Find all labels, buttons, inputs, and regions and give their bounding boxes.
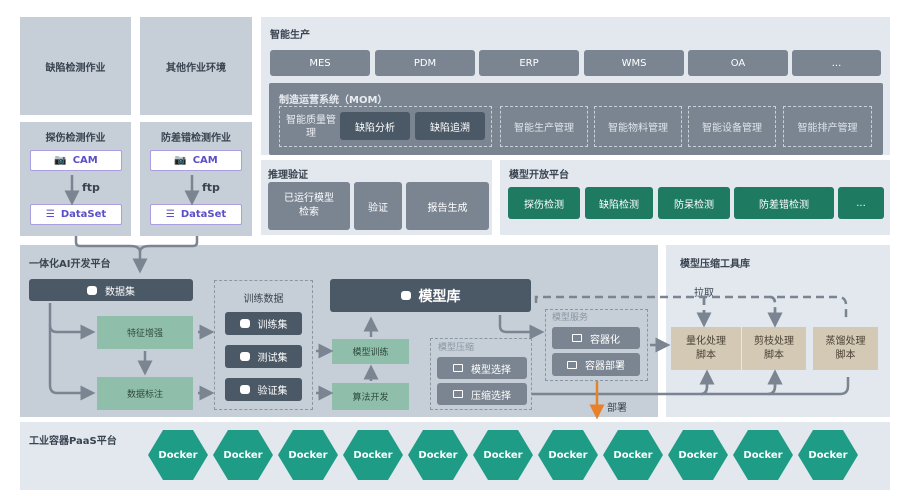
docker-container: Docker [473, 430, 533, 480]
compress-link [532, 377, 850, 396]
service-title: 模型服务 [552, 313, 589, 323]
database-icon [87, 285, 97, 295]
docker-container: Docker [668, 430, 728, 480]
compress-select[interactable]: 压缩选择 [437, 383, 527, 405]
server-icon: ☰ [45, 209, 55, 220]
mom-module: 智能生产管理 [500, 106, 588, 147]
docker-container: Docker [733, 430, 793, 480]
merge-brace [74, 236, 199, 266]
panel-title: 一体化AI开发平台 [29, 259, 111, 270]
defect-trace: 缺陷追溯 [415, 112, 485, 140]
server-icon: ☰ [165, 209, 175, 220]
system-pdm: PDM [375, 50, 475, 76]
flow-arrow [48, 325, 96, 401]
open-item[interactable]: 防呆检测 [658, 187, 730, 219]
report-gen: 报告生成 [406, 182, 489, 230]
defect-job-box: 缺陷检测作业 [20, 17, 131, 115]
panel-title: 智能生产 [270, 30, 310, 41]
docker-container: Docker [798, 430, 858, 480]
cam-box: 📷CAM [150, 150, 242, 171]
service-group [545, 309, 648, 381]
ftp-label: ftp [82, 181, 100, 194]
pull-line [534, 295, 848, 320]
prune-script: 剪枝处理脚本 [742, 327, 806, 370]
model-search: 已运行模型检索 [268, 182, 350, 230]
panel-title: 推理验证 [268, 170, 308, 181]
panel-title: 模型压缩工具库 [680, 259, 750, 270]
panel-title: 模型开放平台 [509, 170, 569, 181]
server-icon [567, 360, 577, 369]
compress-title: 模型压缩 [438, 343, 475, 353]
docker-container: Docker [603, 430, 663, 480]
flow-arrow [498, 315, 545, 340]
camera-icon: 📷 [54, 155, 67, 166]
mom-title: 制造运营系统（MOM） [279, 95, 388, 106]
job-panel-flaw: 探伤检测作业 📷CAM ftp ☰DataSet [20, 122, 131, 236]
train-set: 训练集 [225, 312, 302, 335]
database-icon [239, 385, 250, 394]
docker-container: Docker [278, 430, 338, 480]
docker-container: Docker [213, 430, 273, 480]
server-icon [453, 390, 463, 398]
mom-module: 智能排产管理 [783, 106, 872, 147]
quality-label: 智能质量管理 [286, 114, 336, 139]
feature-enhance: 特征增强 [97, 316, 193, 349]
model-library: 模型库 [330, 279, 531, 312]
dataset-box: ☰DataSet [30, 204, 122, 225]
dataset-bar: 数据集 [29, 279, 193, 301]
data-label: 数据标注 [97, 377, 193, 410]
distill-script: 蒸馏处理脚本 [813, 327, 878, 370]
test-set: 测试集 [225, 345, 302, 368]
model-select[interactable]: 模型选择 [437, 357, 527, 379]
train-data-title: 训练数据 [243, 294, 284, 305]
open-item[interactable]: 缺陷检测 [585, 187, 653, 219]
ftp-label: ftp [202, 181, 220, 194]
docker-container: Docker [408, 430, 468, 480]
train-data-group [214, 280, 313, 410]
defect-analysis: 缺陷分析 [340, 112, 410, 140]
verify: 验证 [354, 182, 402, 230]
database-icon [400, 291, 411, 300]
docker-container: Docker [148, 430, 208, 480]
compress-group [430, 338, 532, 410]
job-title: 防差错检测作业 [161, 133, 231, 144]
system-oa: OA [688, 50, 788, 76]
validation-set: 验证集 [225, 378, 302, 401]
container-deploy[interactable]: 容器部署 [552, 353, 640, 376]
system-more: ... [792, 50, 881, 76]
containerize[interactable]: 容器化 [552, 327, 640, 349]
quantize-script: 量化处理脚本 [671, 327, 741, 370]
server-icon [453, 364, 463, 372]
database-icon [239, 352, 250, 361]
camera-icon: 📷 [174, 155, 187, 166]
job-panel-error: 防差错检测作业 📷CAM ftp ☰DataSet [140, 122, 252, 236]
system-wms: WMS [584, 50, 684, 76]
open-item[interactable]: 探伤检测 [508, 187, 580, 219]
docker-container: Docker [343, 430, 403, 480]
system-mes: MES [270, 50, 370, 76]
flow-arrow [48, 303, 96, 340]
model-train: 模型训练 [332, 339, 409, 364]
job-title: 探伤检测作业 [45, 133, 106, 144]
open-item[interactable]: 防差错检测 [734, 187, 834, 219]
system-erp: ERP [479, 50, 579, 76]
database-icon [239, 319, 250, 328]
quality-group [279, 106, 492, 147]
docker-container: Docker [538, 430, 598, 480]
open-item[interactable]: ... [838, 187, 884, 219]
other-env-box: 其他作业环境 [140, 17, 252, 115]
deploy-label: 部署 [607, 403, 627, 414]
cam-box: 📷CAM [30, 150, 122, 171]
algo-dev: 算法开发 [332, 383, 409, 410]
mom-module: 智能物料管理 [594, 106, 682, 147]
server-icon [572, 334, 582, 342]
pull-label: 拉取 [694, 288, 714, 299]
panel-title: 工业容器PaaS平台 [29, 436, 117, 447]
mom-module: 智能设备管理 [688, 106, 776, 147]
